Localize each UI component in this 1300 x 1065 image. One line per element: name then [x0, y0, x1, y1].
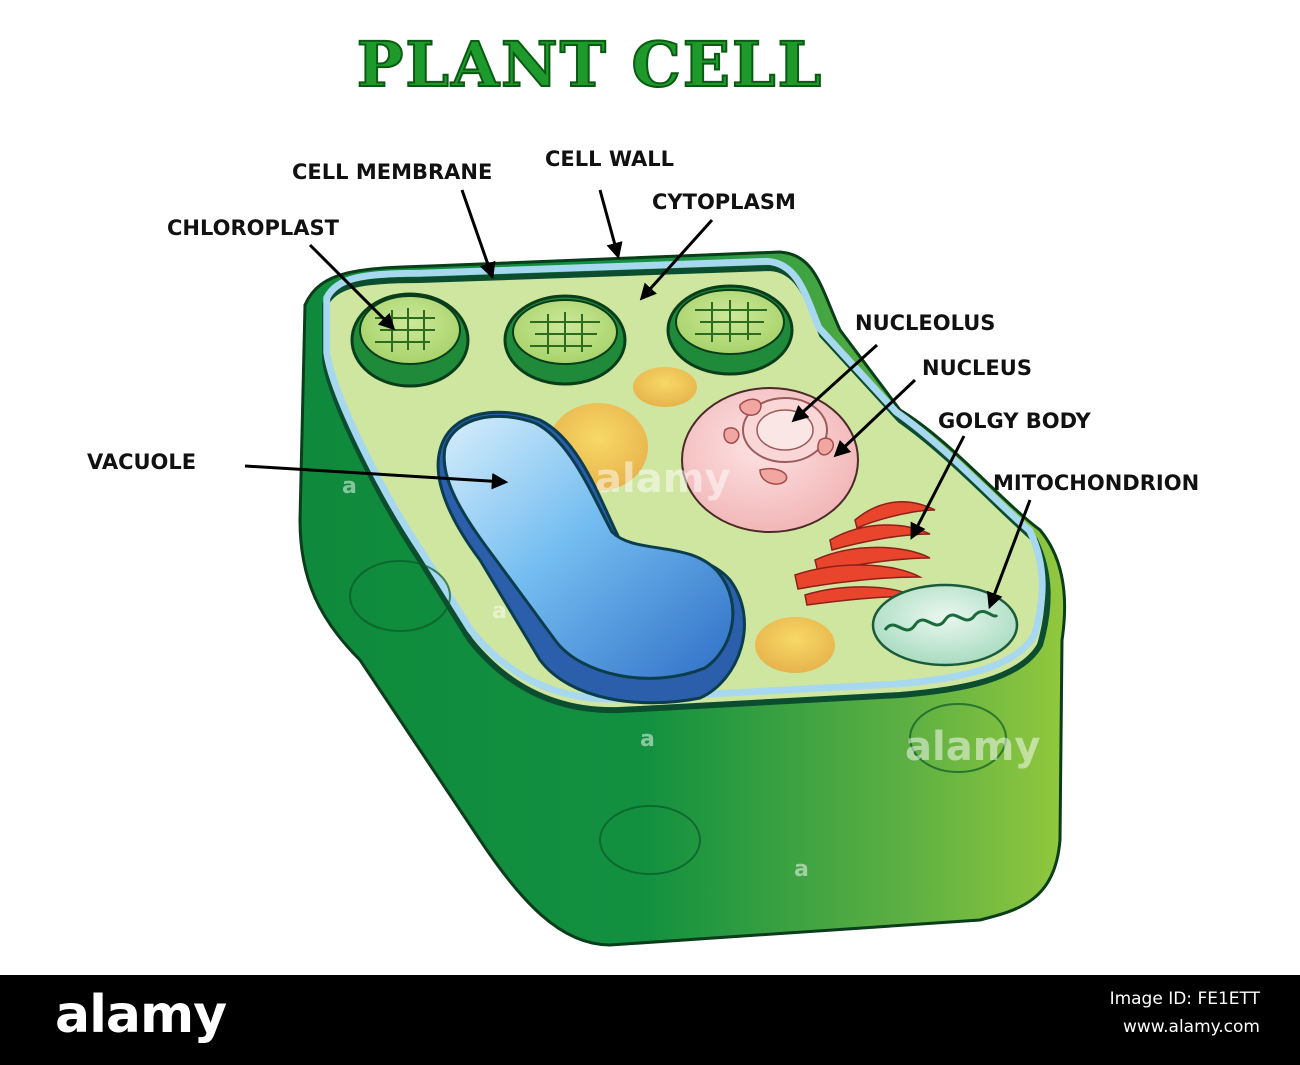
diagram-title: PLANT CELL: [356, 27, 824, 102]
arrow-mitochondrion: [986, 499, 1032, 610]
nucleolus: [756, 409, 814, 451]
label-nucleus: NUCLEUS: [922, 356, 1032, 380]
yellow-organelle-1: [633, 367, 697, 407]
watermark-brand-2: alamy: [905, 724, 1040, 770]
arrow-vacuole: [244, 464, 509, 490]
body-oval-left: [349, 560, 451, 632]
golgi-body: [794, 501, 936, 606]
body-oval-bottom: [599, 805, 701, 875]
cell-membrane-band: [323, 257, 1046, 703]
arrow-cytoplasm: [639, 218, 714, 301]
body-oval-right: [909, 703, 1007, 773]
label-vacuole: VACUOLE: [87, 450, 197, 474]
mitochondrion: [871, 583, 1019, 667]
arrow-golgy-body: [910, 435, 966, 540]
arrow-nucleolus: [791, 343, 879, 423]
plant-cell-diagram: alamy alamy a a a a: [244, 189, 1067, 947]
label-cytoplasm: CYTOPLASM: [652, 190, 796, 214]
label-nucleolus: NUCLEOLUS: [855, 311, 996, 335]
label-chloroplast: CHLOROPLAST: [167, 216, 339, 240]
yellow-organelle-3: [755, 617, 835, 673]
watermark-letter-1: a: [342, 474, 357, 499]
footer-brand-logo: alamy: [55, 985, 227, 1045]
watermark-letter-4: a: [794, 857, 809, 882]
label-cell-membrane: CELL MEMBRANE: [292, 160, 493, 184]
arrow-cell-wall: [598, 189, 623, 260]
footer-bar: alamy Image ID: FE1ETT www.alamy.com: [0, 975, 1300, 1065]
chloroplast-3: [666, 284, 794, 376]
label-cell-wall: CELL WALL: [545, 147, 675, 171]
label-golgy-body: GOLGY BODY: [938, 409, 1091, 433]
arrow-chloroplast: [308, 243, 396, 331]
footer-site: www.alamy.com: [1122, 1017, 1260, 1037]
arrow-cell-membrane: [460, 189, 496, 280]
watermark-letter-2: a: [492, 599, 507, 624]
footer-meta: Image ID: FE1ETT www.alamy.com: [1110, 985, 1260, 1041]
watermark-brand-1: alamy: [595, 456, 730, 502]
footer-image-id: Image ID: FE1ETT: [1109, 989, 1260, 1009]
nucleus: [681, 387, 859, 533]
chloroplast-1: [350, 292, 470, 388]
vacuole: [442, 414, 735, 680]
label-mitochondrion: MITOCHONDRION: [993, 471, 1200, 495]
watermark-letter-3: a: [640, 727, 655, 752]
chloroplast-2: [503, 294, 627, 386]
arrow-nucleus: [833, 378, 917, 458]
